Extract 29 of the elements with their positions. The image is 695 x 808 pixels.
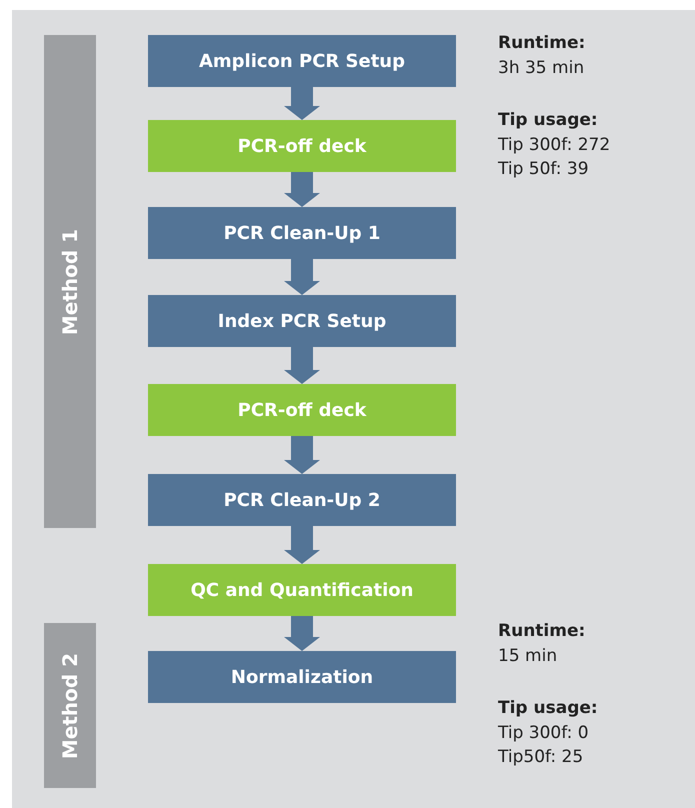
arrow xyxy=(284,347,320,384)
step-box: PCR-off deck xyxy=(148,120,456,172)
arrow xyxy=(284,259,320,295)
label-value: Tip 300f: 272 xyxy=(498,135,610,155)
label-heading: Runtime: xyxy=(498,33,586,53)
step-box: Normalization xyxy=(148,651,456,703)
method-bar xyxy=(44,35,96,528)
arrow xyxy=(284,526,320,564)
label-value: Tip 50f: 39 xyxy=(498,159,589,179)
label-value: Tip50f: 25 xyxy=(498,747,584,767)
label-value: Tip 300f: 0 xyxy=(498,723,589,743)
step-box: QC and Quantification xyxy=(148,564,456,616)
label-heading: Tip usage: xyxy=(498,110,598,130)
step-box: Index PCR Setup xyxy=(148,295,456,347)
step-box: Amplicon PCR Setup xyxy=(148,35,456,87)
method-label: Method 2 xyxy=(58,652,82,759)
method-bar xyxy=(44,623,96,788)
label-value: 3h 35 min xyxy=(498,58,584,78)
step-box: PCR-off deck xyxy=(148,384,456,436)
label-heading: Tip usage: xyxy=(498,698,598,718)
step-box: PCR Clean-Up 1 xyxy=(148,207,456,259)
label-heading: Runtime: xyxy=(498,621,586,641)
arrow xyxy=(284,436,320,474)
arrow xyxy=(284,87,320,120)
step-box: PCR Clean-Up 2 xyxy=(148,474,456,526)
method-label: Method 1 xyxy=(58,228,82,335)
arrow xyxy=(284,172,320,207)
arrow xyxy=(284,616,320,651)
label-value: 15 min xyxy=(498,646,558,666)
